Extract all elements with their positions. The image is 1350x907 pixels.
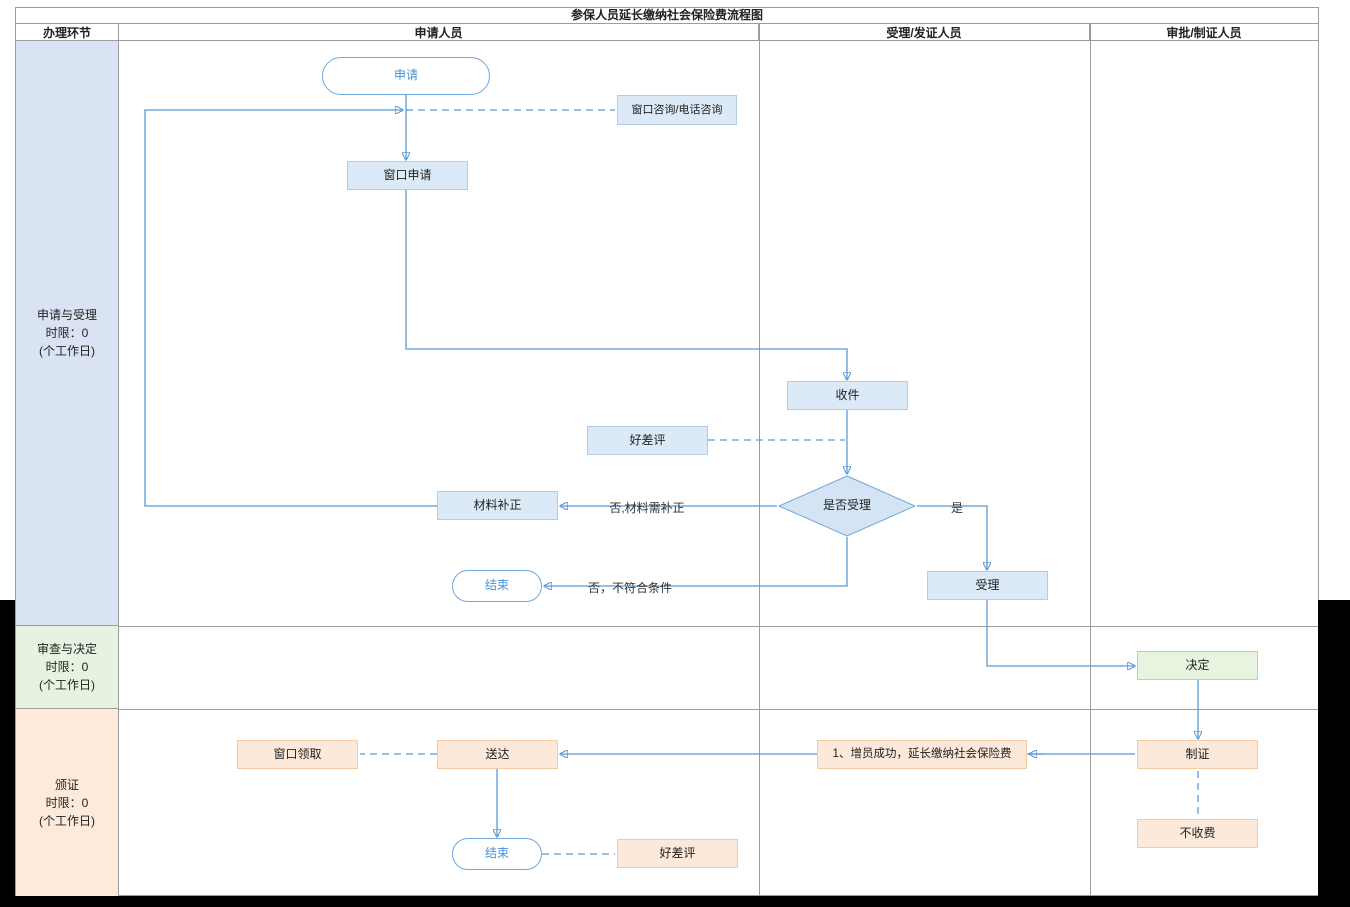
edge-label-no-fix: 否,材料需补正 bbox=[609, 501, 685, 515]
lane-issue-cert: 颁证 时限：0 (个工作日) bbox=[16, 709, 119, 896]
node-success-note: 1、增员成功，延长缴纳社会保险费 bbox=[817, 740, 1027, 769]
lane-label-line: 时限：0 bbox=[45, 326, 89, 340]
node-deliver: 送达 bbox=[437, 740, 558, 769]
node-end-bottom: 结束 bbox=[452, 838, 542, 870]
lane-label-line: (个工作日) bbox=[39, 344, 95, 358]
lane-apply-accept: 申请与受理 时限：0 (个工作日) bbox=[16, 41, 119, 626]
node-decide: 决定 bbox=[1137, 651, 1258, 680]
node-accept-decision-label: 是否受理 bbox=[822, 498, 871, 513]
lane-label-line: (个工作日) bbox=[39, 813, 95, 828]
node-material-fix: 材料补正 bbox=[437, 491, 558, 520]
diamond-shape bbox=[777, 475, 917, 537]
page-title: 参保人员延长缴纳社会保险费流程图 bbox=[16, 8, 1318, 24]
node-accept-decision: 是否受理 bbox=[777, 475, 917, 537]
lane-label-line: 时限：0 bbox=[45, 795, 89, 810]
node-accept: 受理 bbox=[927, 571, 1048, 600]
grid-line bbox=[119, 626, 1319, 627]
grid-line bbox=[759, 24, 760, 896]
node-window-pickup: 窗口领取 bbox=[237, 740, 358, 769]
lane-label-line: 申请与受理 bbox=[36, 308, 97, 322]
node-receive: 收件 bbox=[787, 381, 908, 410]
header-stage: 办理环节 bbox=[16, 24, 119, 40]
node-window-consult: 窗口咨询/电话咨询 bbox=[617, 95, 737, 125]
screen-black-region bbox=[0, 896, 1350, 907]
node-no-fee: 不收费 bbox=[1137, 819, 1258, 848]
grid-line bbox=[119, 709, 1319, 710]
lane-label-line: (个工作日) bbox=[39, 678, 95, 692]
node-end-top: 结束 bbox=[452, 570, 542, 602]
header-approver: 审批/制证人员 bbox=[1166, 25, 1242, 40]
node-rating-bottom: 好差评 bbox=[617, 839, 738, 868]
lane-review-decide: 审查与决定 时限：0 (个工作日) bbox=[16, 626, 119, 709]
header-applicant: 申请人员 bbox=[119, 24, 759, 40]
screen-black-region bbox=[1318, 600, 1350, 907]
lane-label-line: 审查与决定 bbox=[36, 642, 97, 656]
edge-label-no-reject: 否，不符合条件 bbox=[587, 581, 673, 595]
node-rating-top: 好差评 bbox=[587, 426, 708, 455]
header-row: 办理环节 申请人员 受理/发证人员 审批/制证人员 bbox=[16, 24, 1318, 41]
lane-label-line: 时限：0 bbox=[45, 660, 89, 674]
screen-black-region bbox=[0, 600, 15, 907]
lane-label-line: 颁证 bbox=[54, 777, 79, 792]
edge-label-yes: 是 bbox=[950, 501, 964, 515]
node-window-apply: 窗口申请 bbox=[347, 161, 468, 190]
header-acceptor: 受理/发证人员 bbox=[759, 24, 1090, 40]
node-apply: 申请 bbox=[322, 57, 490, 95]
grid-line bbox=[1090, 24, 1091, 896]
node-make-cert: 制证 bbox=[1137, 740, 1258, 769]
